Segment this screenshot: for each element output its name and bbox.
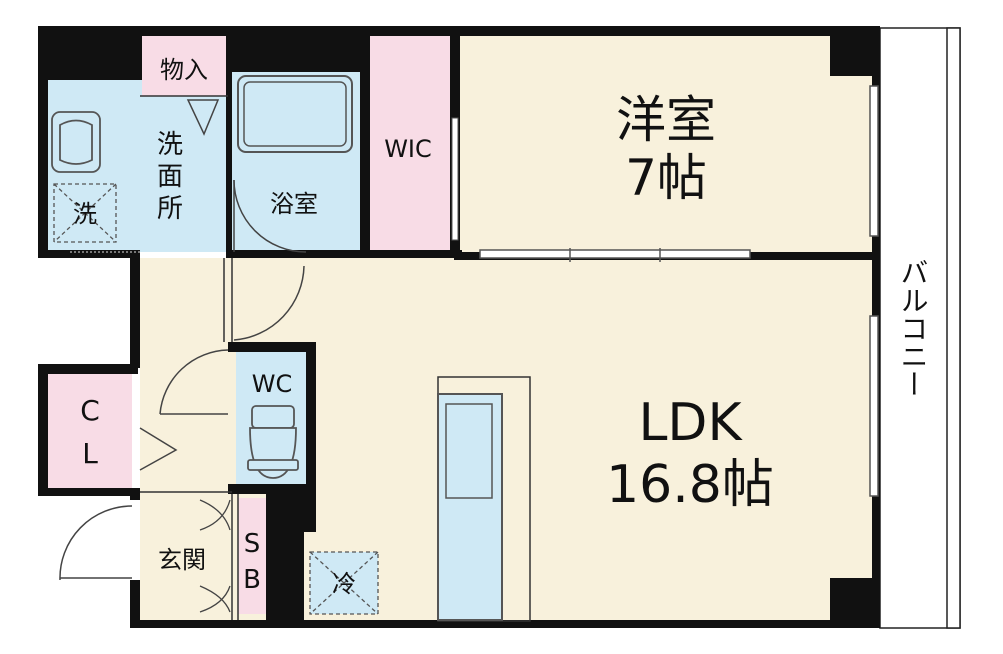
storage-door-mark xyxy=(186,99,220,136)
shoebox-label-s: S xyxy=(244,529,261,559)
washroom-label-3: 所 xyxy=(157,194,183,224)
bath-door-swing xyxy=(233,179,307,253)
bath-label: 浴室 xyxy=(270,190,318,218)
western-room-size: 7帖 xyxy=(625,149,707,207)
western-room-floor xyxy=(458,34,876,256)
kitchen-sink-icon xyxy=(445,403,493,499)
shoebox-floor xyxy=(238,498,266,614)
ldk-window xyxy=(869,315,879,497)
storage-label: 物入 xyxy=(160,56,208,84)
closet-label-c: C xyxy=(80,394,100,427)
wic-door xyxy=(451,117,459,241)
closet-floor xyxy=(46,374,132,488)
fridge-label: 冷 xyxy=(332,570,356,598)
wc-label: WC xyxy=(252,370,293,398)
balcony-label: バルコニー xyxy=(897,258,930,398)
washer-label: 洗 xyxy=(73,200,97,228)
washer-icon xyxy=(53,183,117,243)
sink-icon xyxy=(51,111,101,173)
western-room-label: 洋室 xyxy=(616,91,716,149)
shoebox-door-swing xyxy=(199,499,231,613)
closet-label-l: L xyxy=(82,437,98,470)
washroom-label-2: 面 xyxy=(157,162,183,192)
fridge-icon xyxy=(309,551,379,615)
bathtub-icon xyxy=(237,75,353,153)
shoebox-label-b: B xyxy=(243,565,261,595)
closet-door-mark xyxy=(139,427,178,471)
ldk-label: LDK xyxy=(638,393,743,453)
balcony-rail xyxy=(946,27,961,629)
hall-floor xyxy=(140,258,232,498)
wic-label: WIC xyxy=(384,135,432,163)
ldk-door-swing xyxy=(233,265,305,341)
ldk-size: 16.8帖 xyxy=(606,455,774,515)
washroom-label-1: 洗 xyxy=(157,130,183,160)
toilet-icon xyxy=(247,405,299,479)
bathtub-inner xyxy=(243,81,347,147)
wic-floor xyxy=(368,34,454,250)
western-room-window xyxy=(479,85,879,262)
wc-door-swing xyxy=(159,349,229,415)
entrance-label: 玄関 xyxy=(158,546,206,574)
storage-floor xyxy=(142,34,228,96)
entrance-door-swing xyxy=(59,505,133,581)
